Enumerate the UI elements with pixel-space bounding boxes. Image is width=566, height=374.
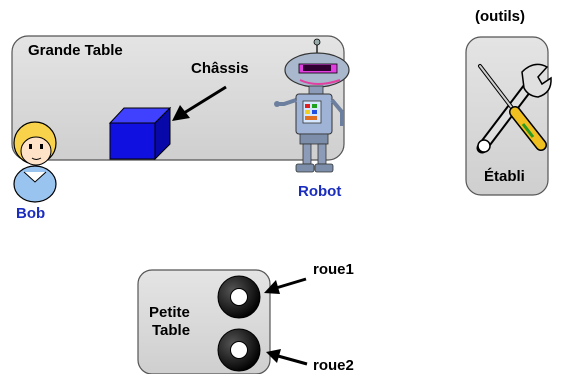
grande-table-label: Grande Table bbox=[28, 42, 123, 59]
robot-figure bbox=[274, 38, 350, 173]
petite-table-label-line2: Table bbox=[152, 322, 191, 339]
tools-icon bbox=[476, 63, 552, 154]
roue1-wheel bbox=[217, 275, 261, 319]
roue2-wheel bbox=[217, 328, 261, 372]
outils-label: (outils) bbox=[475, 8, 525, 25]
petite-table-label-line1: Petite bbox=[149, 304, 190, 321]
etabli-label: Établi bbox=[484, 168, 525, 185]
robot-label: Robot bbox=[298, 183, 342, 200]
chassis-label: Châssis bbox=[191, 60, 249, 77]
roue1-arrow bbox=[264, 277, 307, 294]
chassis-arrow bbox=[172, 85, 227, 121]
bob-label: Bob bbox=[16, 205, 46, 222]
roue1-label: roue1 bbox=[313, 261, 354, 278]
roue2-arrow bbox=[266, 349, 308, 366]
bob-figure bbox=[13, 121, 57, 203]
grande-table bbox=[11, 35, 345, 161]
roue2-label: roue2 bbox=[313, 357, 354, 374]
chassis-box bbox=[108, 106, 172, 161]
